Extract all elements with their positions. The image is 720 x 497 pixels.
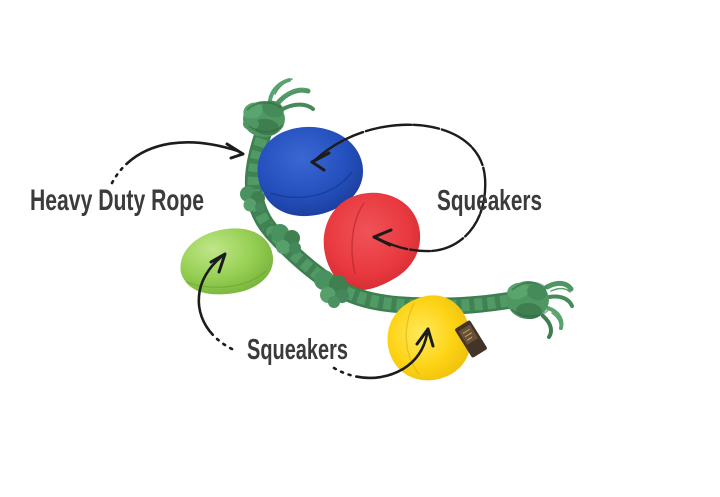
- rope-knot-top: [243, 78, 315, 137]
- rope-fuzz-2: [271, 224, 301, 254]
- rope-fuzz-1: [240, 186, 265, 212]
- arrow-squeaker-green: [197, 252, 234, 351]
- label-squeakers-right: Squeakers: [437, 185, 542, 217]
- rope-fuzz-3: [314, 270, 349, 308]
- bulb-green: [180, 228, 274, 295]
- arrow-rope: [110, 141, 245, 185]
- rope-knot-end: [507, 280, 574, 339]
- bulb-red: [323, 192, 421, 291]
- rope-main-segment: [263, 223, 521, 315]
- arrow-squeaker-yellow: [332, 327, 435, 380]
- brand-tag: [455, 320, 487, 358]
- arrow-loop-squeakers: [310, 123, 487, 253]
- label-squeakers-bottom: Squeakers: [247, 334, 348, 366]
- label-heavy-duty-rope: Heavy Duty Rope: [30, 184, 204, 217]
- bulb-blue: [257, 126, 364, 217]
